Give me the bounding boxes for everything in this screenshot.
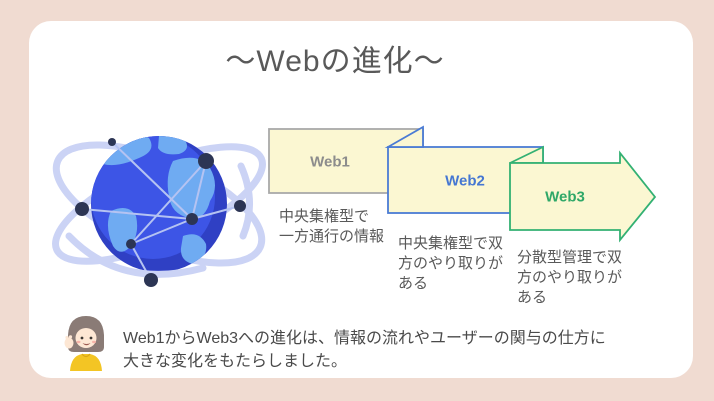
web3-label: Web3 — [545, 188, 585, 206]
presenter-avatar — [62, 313, 110, 371]
avatar-body — [70, 353, 102, 371]
web2-label: Web2 — [445, 172, 485, 190]
web2-caption: 中央集権型で双 方のやり取りが ある — [398, 235, 504, 292]
slide-card: 〜Webの進化〜 — [29, 21, 693, 378]
evolution-arrows: Web1 Web2 Web3 — [260, 120, 672, 252]
globe-network-illustration — [43, 104, 271, 304]
orbit-front-arcs — [65, 162, 254, 278]
evolution-arrows-svg — [268, 125, 657, 243]
avatar-svg — [64, 316, 104, 371]
web3-shape — [509, 145, 657, 243]
web1-label: Web1 — [310, 153, 350, 171]
page-title: 〜Webの進化〜 — [225, 45, 445, 78]
footer-message: Web1からWeb3への進化は、情報の流れやユーザーの関与の仕方に 大きな変化を… — [123, 330, 606, 370]
network-nodes — [75, 138, 246, 287]
globe-svg — [52, 136, 266, 287]
web3-caption: 分散型管理で双 方のやり取りが ある — [517, 249, 623, 306]
avatar-hand — [64, 335, 74, 349]
avatar-face — [75, 321, 97, 348]
web1-caption: 中央集権型で 一方通行の情報 — [279, 208, 385, 245]
